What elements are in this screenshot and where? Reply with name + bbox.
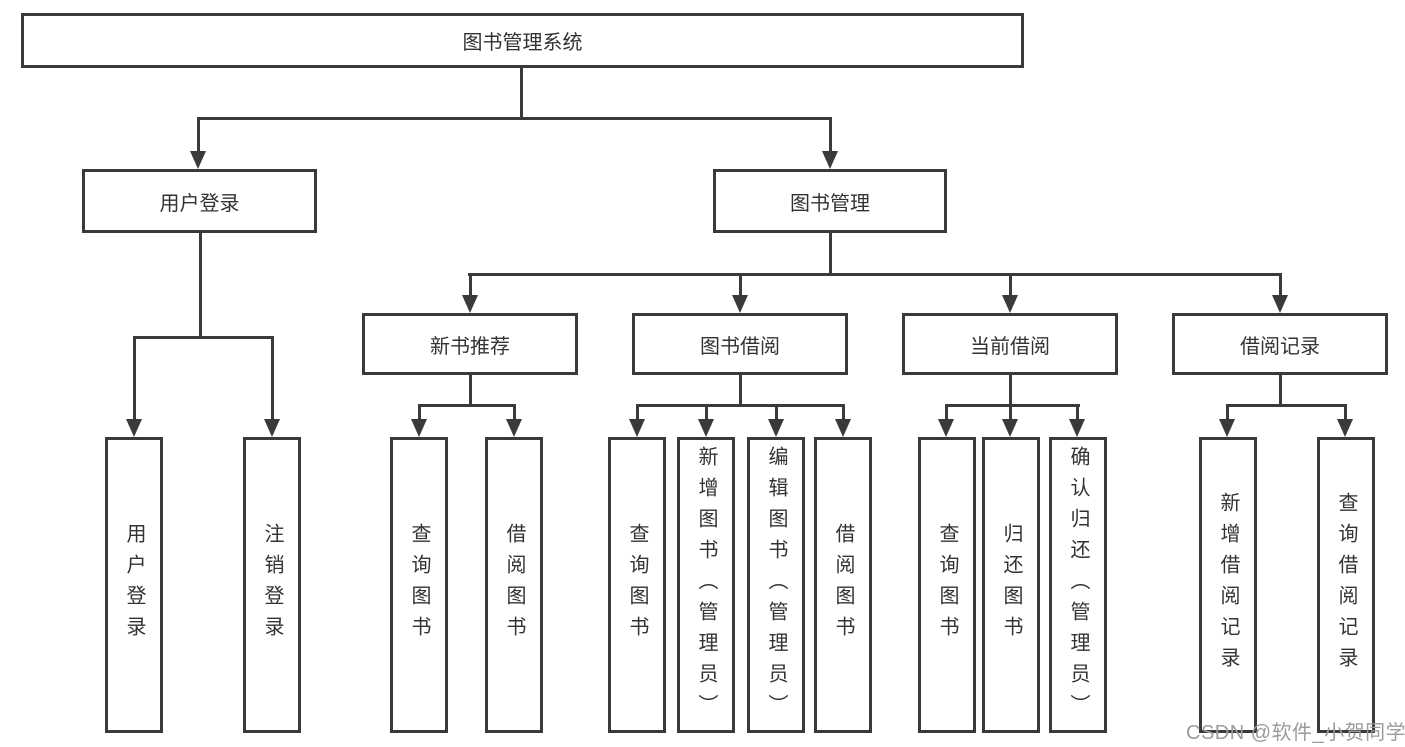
leaf-query-books-1-label: 查询图书 (408, 523, 430, 647)
leaf-query-books-1: 查询图书 (390, 437, 448, 733)
arrowhead (835, 419, 851, 437)
node-book-management-label: 图书管理 (790, 192, 870, 215)
leaf-query-books-2-label: 查询图书 (626, 523, 648, 647)
leaf-query-books-3-label: 查询图书 (936, 523, 958, 647)
arrowhead (698, 419, 714, 437)
node-current-borrowing: 当前借阅 (902, 313, 1118, 375)
leaf-confirm-return-admin: 确认归还（管理员） (1049, 437, 1107, 733)
arrowhead (938, 419, 954, 437)
node-user-login: 用户登录 (82, 169, 317, 233)
leaf-borrow-books-1-label: 借阅图书 (503, 523, 525, 647)
arrowhead (1272, 295, 1288, 313)
arrowhead (126, 419, 142, 437)
connector (1009, 375, 1012, 406)
connector (945, 406, 948, 421)
connector (199, 233, 202, 339)
connector (271, 338, 274, 421)
connector (418, 404, 516, 407)
node-new-book-recommendation-label: 新书推荐 (430, 335, 510, 358)
leaf-user-login-label: 用户登录 (123, 523, 145, 647)
leaf-query-books-3: 查询图书 (918, 437, 976, 733)
connector (133, 336, 274, 339)
arrowhead (822, 151, 838, 169)
arrowhead (768, 419, 784, 437)
leaf-query-books-2: 查询图书 (608, 437, 666, 733)
node-borrowing-records-label: 借阅记录 (1240, 335, 1320, 358)
leaf-add-borrow-record-label: 新增借阅记录 (1217, 492, 1239, 678)
connector (1226, 404, 1347, 407)
leaf-return-books-label: 归还图书 (1000, 523, 1022, 647)
connector (1279, 375, 1282, 406)
arrowhead (506, 419, 522, 437)
leaf-user-login: 用户登录 (105, 437, 163, 733)
connector (636, 404, 845, 407)
root-node-label: 图书管理系统 (462, 32, 583, 54)
root-node-library-management-system: 图书管理系统 (21, 13, 1024, 68)
arrowhead (190, 151, 206, 169)
leaf-return-books: 归还图书 (982, 437, 1040, 733)
connector (739, 275, 742, 297)
connector (1279, 275, 1282, 297)
connector (520, 68, 523, 119)
connector (469, 275, 472, 297)
arrowhead (411, 419, 427, 437)
arrowhead (1002, 419, 1018, 437)
node-book-borrowing: 图书借阅 (632, 313, 848, 375)
connector (842, 406, 845, 421)
leaf-edit-books-admin-label: 编辑图书（管理员） (765, 445, 787, 725)
leaf-borrow-books-2-label: 借阅图书 (832, 523, 854, 647)
connector (775, 406, 778, 421)
connector (1226, 406, 1229, 421)
connector (1009, 406, 1012, 421)
connector (945, 404, 1080, 407)
leaf-add-books-admin: 新增图书（管理员） (677, 437, 735, 733)
connector (1344, 406, 1347, 421)
leaf-borrow-books-2: 借阅图书 (814, 437, 872, 733)
arrowhead (1219, 419, 1235, 437)
connector (418, 406, 421, 421)
node-borrowing-records: 借阅记录 (1172, 313, 1388, 375)
node-book-management: 图书管理 (713, 169, 947, 233)
arrowhead (629, 419, 645, 437)
connector (197, 117, 832, 120)
leaf-query-borrow-record-label: 查询借阅记录 (1335, 492, 1357, 678)
connector (1009, 275, 1012, 297)
connector (197, 119, 200, 153)
node-current-borrowing-label: 当前借阅 (970, 335, 1050, 358)
leaf-confirm-return-admin-label: 确认归还（管理员） (1067, 445, 1089, 725)
node-new-book-recommendation: 新书推荐 (362, 313, 578, 375)
arrowhead (732, 295, 748, 313)
connector (705, 406, 708, 421)
connector (468, 273, 1282, 276)
leaf-add-borrow-record: 新增借阅记录 (1199, 437, 1257, 733)
connector (829, 233, 832, 275)
leaf-logout-label: 注销登录 (261, 523, 283, 647)
leaf-add-books-admin-label: 新增图书（管理员） (695, 445, 717, 725)
node-user-login-label: 用户登录 (159, 192, 240, 215)
connector (739, 375, 742, 406)
arrowhead (462, 295, 478, 313)
arrowhead (264, 419, 280, 437)
arrowhead (1002, 295, 1018, 313)
connector (1076, 406, 1079, 421)
arrowhead (1337, 419, 1353, 437)
connector (469, 375, 472, 406)
connector (636, 406, 639, 421)
node-book-borrowing-label: 图书借阅 (700, 335, 780, 358)
leaf-logout: 注销登录 (243, 437, 301, 733)
connector (133, 338, 136, 421)
leaf-query-borrow-record: 查询借阅记录 (1317, 437, 1375, 733)
leaf-edit-books-admin: 编辑图书（管理员） (747, 437, 805, 733)
leaf-borrow-books-1: 借阅图书 (485, 437, 543, 733)
arrowhead (1069, 419, 1085, 437)
csdn-watermark: CSDN @软件_小贺同学 (1186, 722, 1405, 744)
connector (829, 119, 832, 153)
connector (513, 406, 516, 421)
